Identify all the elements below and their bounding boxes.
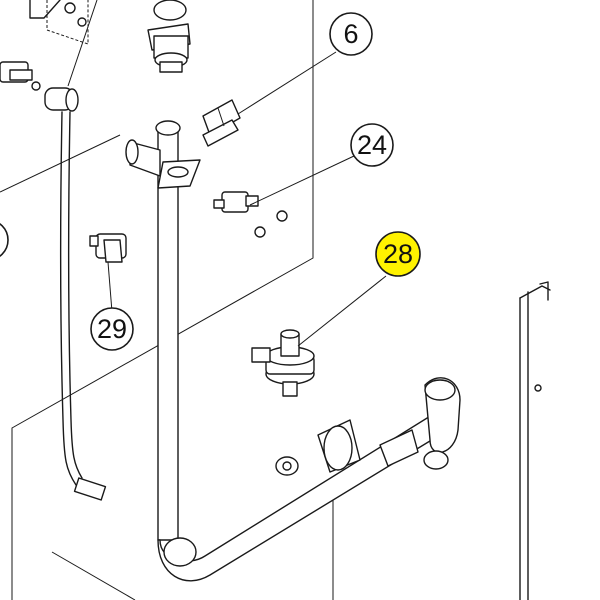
bracket-part-29 [89, 233, 127, 263]
callout-24: 24 [350, 123, 394, 167]
clip-part-6 [202, 99, 241, 147]
svg-text:6: 6 [343, 19, 358, 49]
svg-text:28: 28 [383, 239, 413, 269]
leader-lines [107, 51, 387, 347]
left-connector-assembly [0, 61, 79, 112]
switch-part-24 [213, 191, 288, 238]
vertical-tube [125, 120, 201, 541]
cabinet-edge [519, 281, 551, 600]
wire-harness [59, 111, 107, 501]
top-left-bracket [29, 0, 89, 45]
callout-28: 28 [375, 231, 421, 277]
svg-text:29: 29 [97, 314, 127, 344]
svg-text:24: 24 [357, 130, 387, 160]
top-valve [147, 0, 191, 73]
pressure-switch-part-28 [251, 329, 315, 397]
callout-29: 29 [90, 307, 134, 351]
lower-tube [157, 377, 461, 582]
partial-callout [0, 223, 9, 257]
callout-6: 6 [329, 12, 373, 56]
